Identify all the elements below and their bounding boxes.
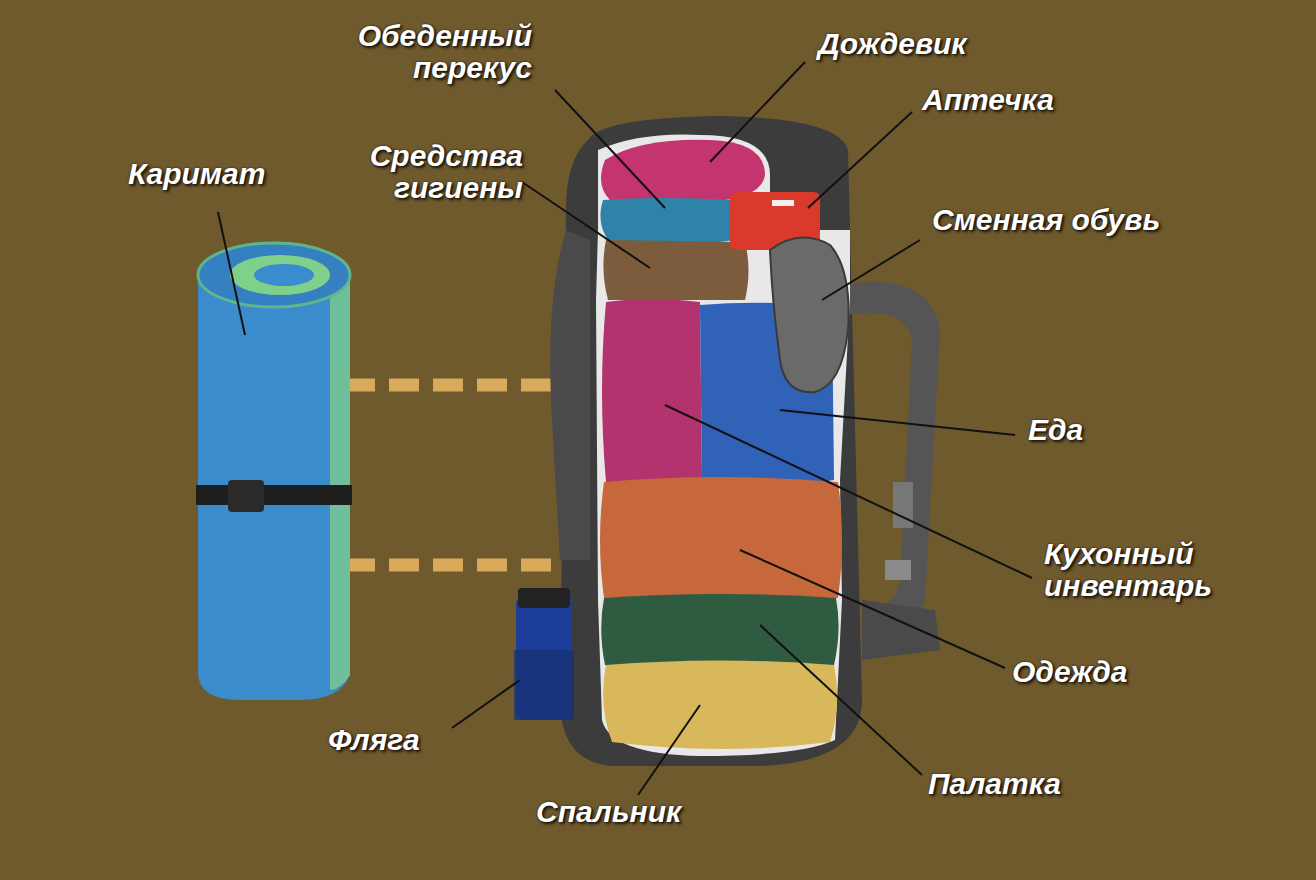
sleeping-mat bbox=[196, 243, 352, 700]
part-label: Еда bbox=[1028, 414, 1148, 446]
attach-dash bbox=[345, 379, 552, 392]
part-label: Аптечка bbox=[922, 84, 1142, 116]
backpack bbox=[514, 116, 940, 766]
attach-dash bbox=[345, 559, 552, 572]
part-label: Одежда bbox=[1012, 656, 1212, 688]
part-label: Обеденный перекус bbox=[300, 20, 532, 85]
part-label: Спальник bbox=[536, 796, 776, 828]
part-label: Кухонный инвентарь bbox=[1044, 538, 1279, 603]
part-label: Дождевик bbox=[818, 28, 1058, 60]
leader-lines bbox=[218, 62, 1032, 795]
part-label: Фляга bbox=[328, 724, 478, 756]
part-label: Палатка bbox=[928, 768, 1148, 800]
part-label: Сменная обувь bbox=[932, 204, 1272, 236]
part-label: Средства гигиены bbox=[318, 140, 523, 205]
part-label: Каримат bbox=[128, 158, 348, 190]
